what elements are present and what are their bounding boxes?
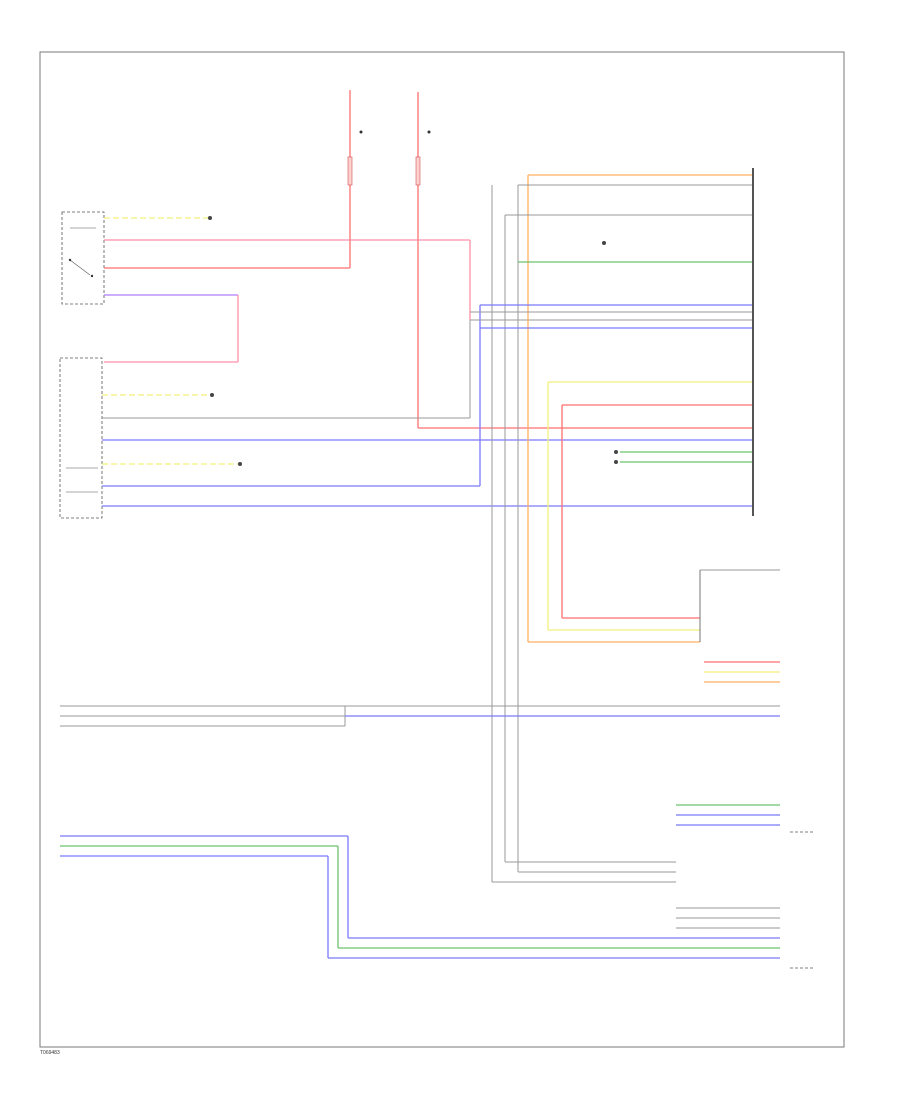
wires-left-top [104,217,471,363]
footer-id: T069483 [40,1050,60,1056]
module-left-middle [59,357,103,519]
diagram-frame [39,51,845,1048]
fuse-right [415,156,421,186]
wires-lower [60,804,815,969]
wires-right-bundle [470,174,780,882]
fuse-group-top [347,90,431,428]
wires-left-middle [102,305,752,507]
connector-block-right [752,168,754,516]
fuse-left [347,156,353,186]
switch-module-left-top [61,211,105,305]
ground-symbols [208,216,618,466]
wires-middle-horizontal [60,661,780,727]
